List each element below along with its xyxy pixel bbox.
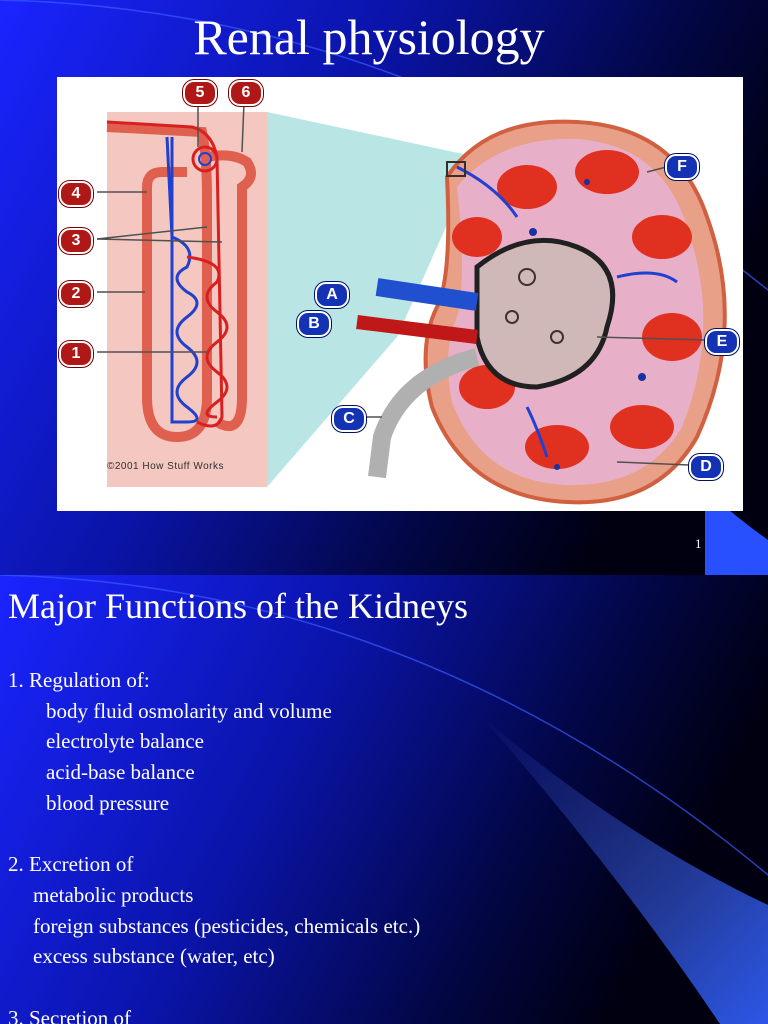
slide-major-functions: Major Functions of the Kidneys 1. Regula…: [0, 575, 768, 1024]
callout-e: E: [705, 329, 739, 355]
section-excretion-title: 2. Excretion of: [8, 849, 420, 880]
kidney-nephron-figure: 5 6 4 3 2 1 A B C D E F ©2001 How Stuff …: [57, 77, 743, 511]
list-item: electrolyte balance: [8, 726, 420, 757]
callout-3: 3: [59, 228, 93, 254]
callout-4: 4: [59, 181, 93, 207]
callout-2: 2: [59, 281, 93, 307]
slide-title: Renal physiology: [0, 10, 738, 65]
section-secretion-title: 3. Secretion of: [8, 1003, 420, 1024]
list-item: foreign substances (pesticides, chemical…: [8, 911, 420, 942]
functions-list: 1. Regulation of: body fluid osmolarity …: [8, 665, 420, 1024]
callout-f: F: [665, 154, 699, 180]
section-regulation-title: 1. Regulation of:: [8, 665, 420, 696]
slide-renal-physiology: Renal physiology: [0, 0, 768, 575]
copyright-caption: ©2001 How Stuff Works: [107, 461, 224, 472]
list-item: blood pressure: [8, 788, 420, 819]
list-item: acid-base balance: [8, 757, 420, 788]
callout-d: D: [689, 454, 723, 480]
slide-heading: Major Functions of the Kidneys: [8, 587, 468, 627]
callout-6: 6: [229, 80, 263, 106]
list-item: metabolic products: [8, 880, 420, 911]
callout-1: 1: [59, 341, 93, 367]
list-item: excess substance (water, etc): [8, 941, 420, 972]
list-item: body fluid osmolarity and volume: [8, 696, 420, 727]
callout-a: A: [315, 282, 349, 308]
callout-5: 5: [183, 80, 217, 106]
callout-b: B: [297, 311, 331, 337]
callout-c: C: [332, 406, 366, 432]
slide-page-number: 1: [695, 536, 702, 552]
